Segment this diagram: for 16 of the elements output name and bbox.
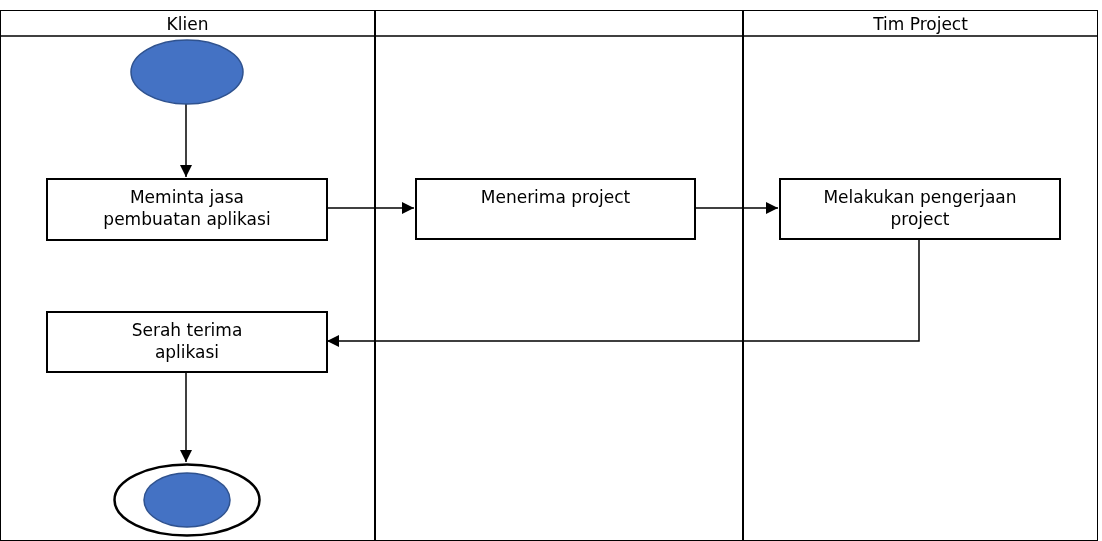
activity-box: Melakukan pengerjaan project — [779, 178, 1061, 240]
lane-heading: Tim Project — [872, 13, 969, 36]
lane-heading: Klien — [165, 13, 210, 36]
arrow — [180, 371, 192, 463]
arrow — [326, 238, 920, 347]
swimlane — [743, 10, 1098, 541]
arrow — [326, 202, 415, 214]
arrow — [694, 202, 779, 214]
start-node — [130, 39, 244, 105]
activity-box: Serah terima aplikasi — [46, 311, 328, 373]
arrow — [180, 103, 192, 178]
activity-box: Meminta jasa pembuatan aplikasi — [46, 178, 328, 241]
end-node — [113, 463, 261, 537]
swimlane — [375, 10, 743, 541]
swimlane — [0, 10, 375, 541]
activity-box: Menerima project — [415, 178, 696, 240]
